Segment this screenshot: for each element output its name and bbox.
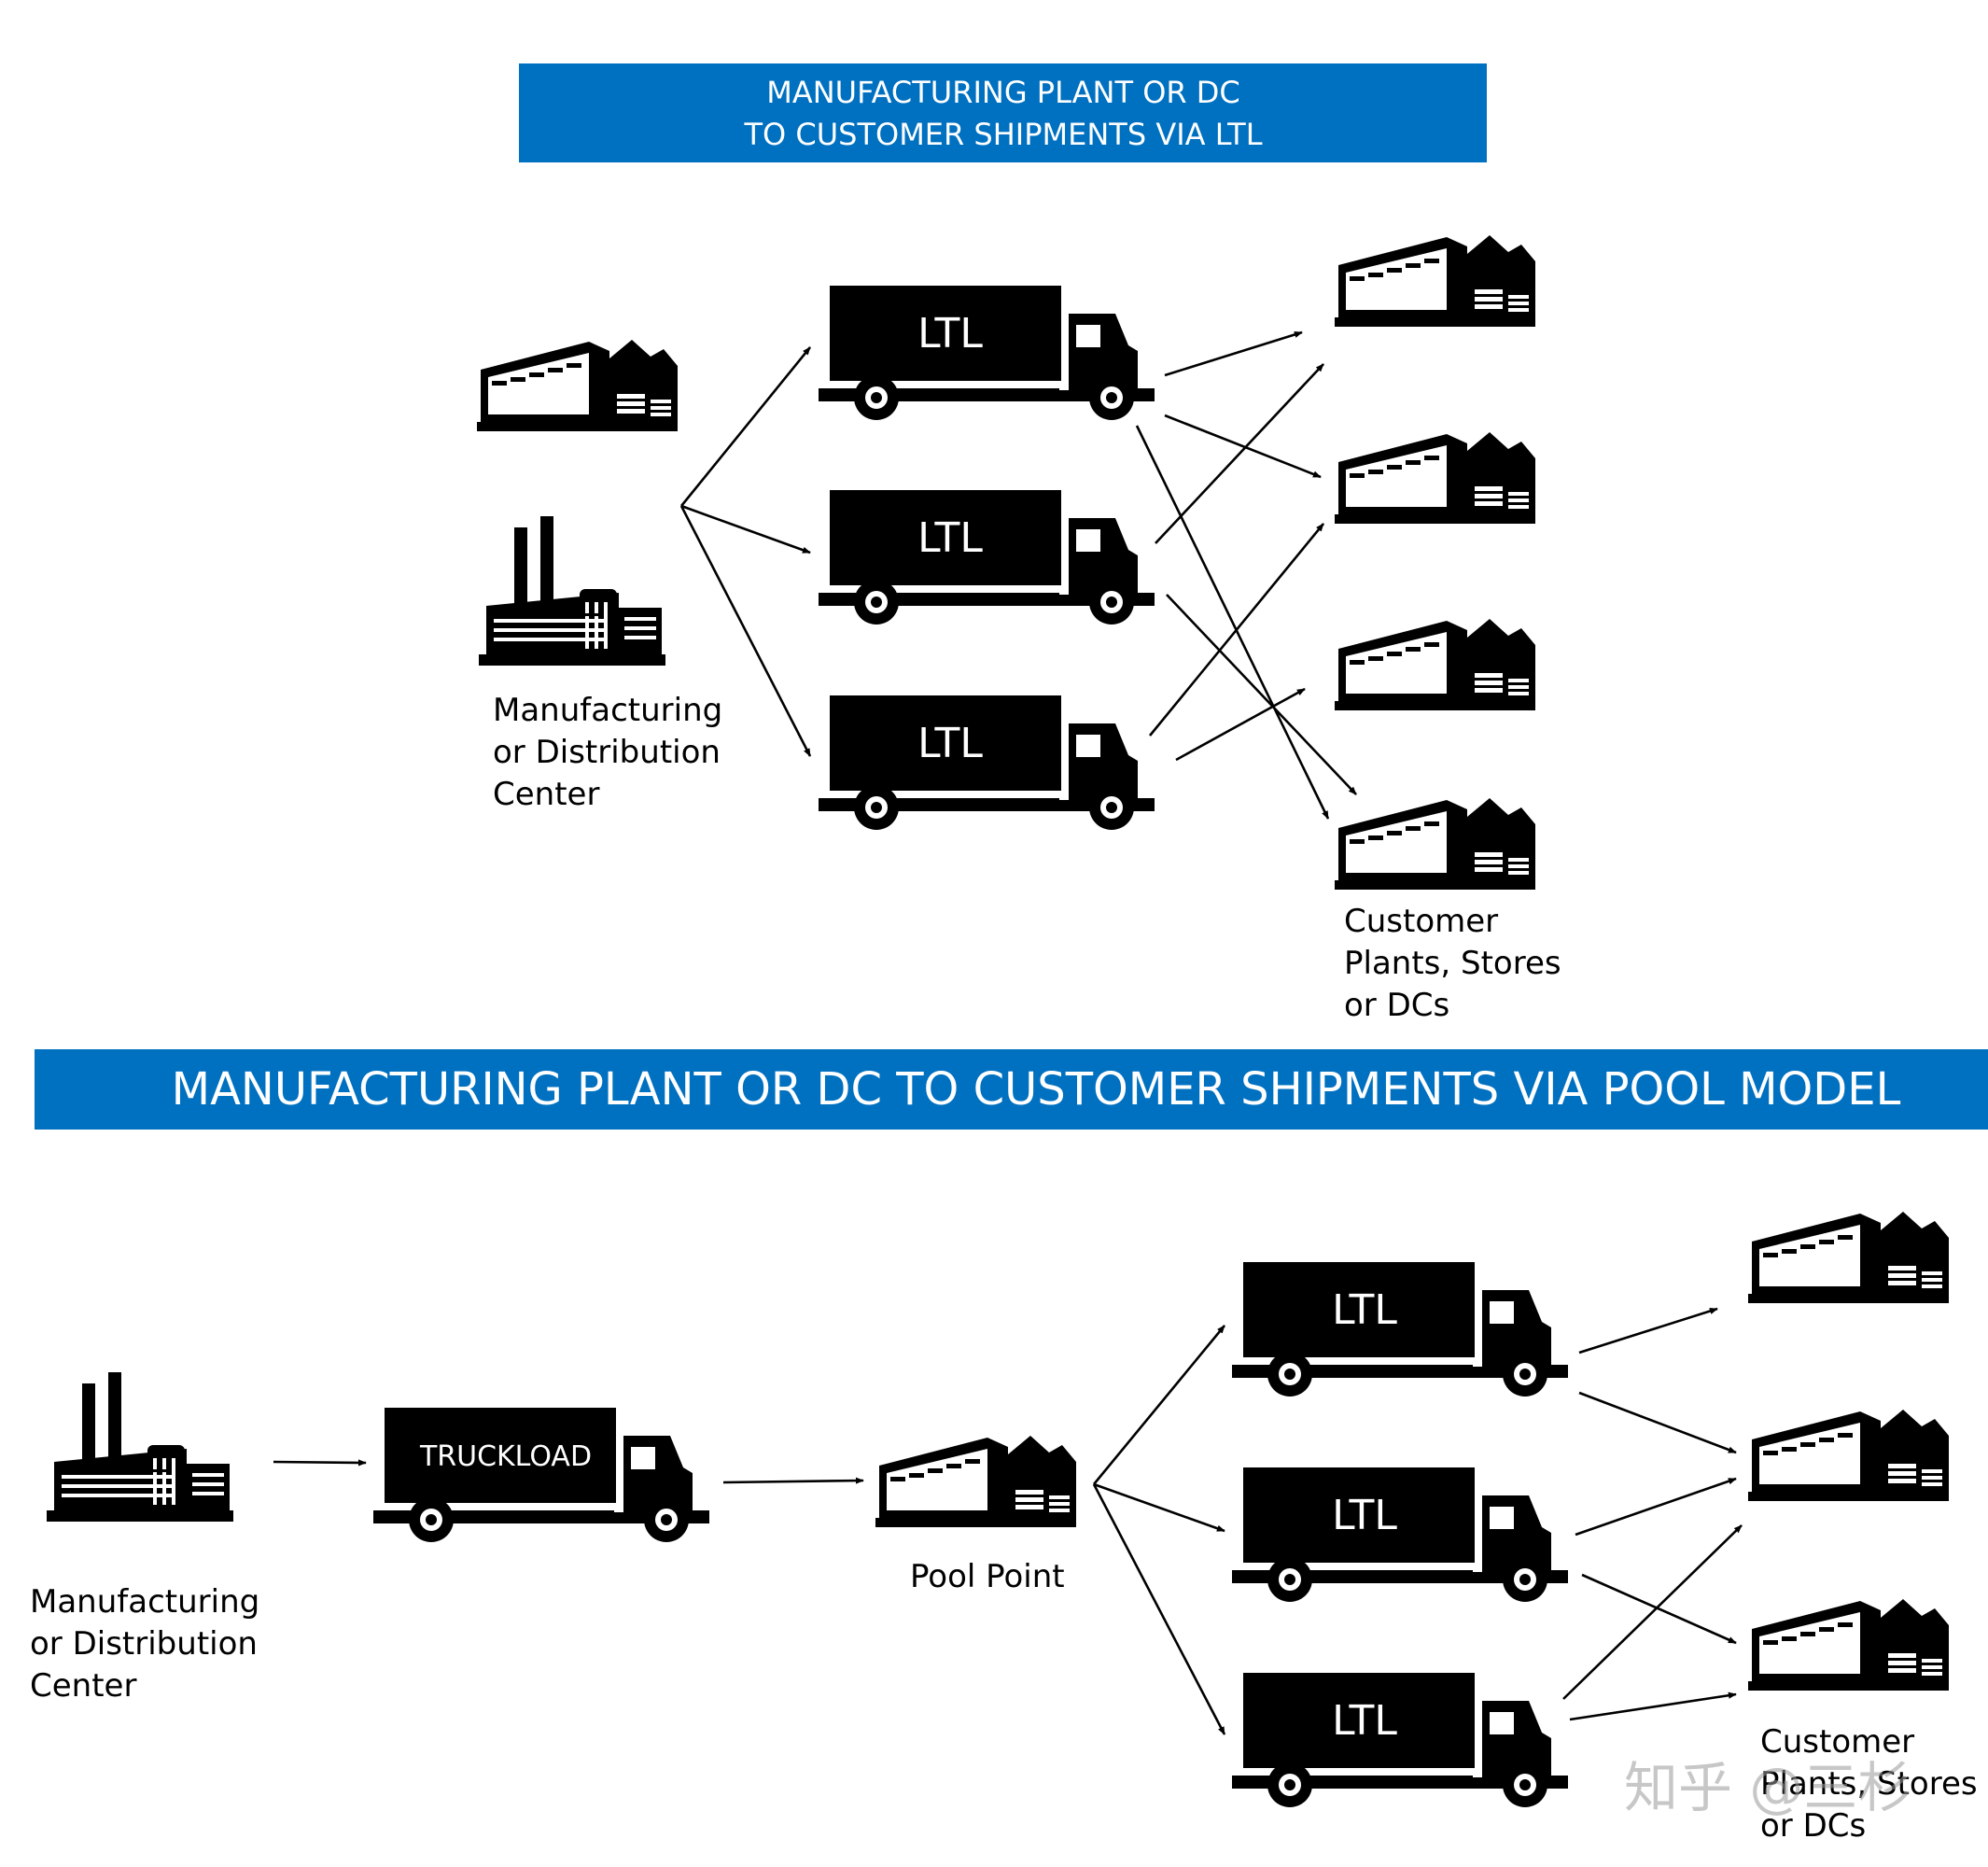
pool-point-label: Pool Point (910, 1558, 1065, 1595)
pool-customer-label-3: or DCs (1760, 1807, 1866, 1845)
pool-banner-text: MANUFACTURING PLANT OR DC TO CUSTOMER SH… (172, 1063, 1901, 1116)
ltl-delivery-arrows (1135, 330, 1357, 820)
watermark: 知乎 @三杉 (1624, 1756, 1911, 1819)
truck-icon (1232, 1673, 1568, 1807)
ltl-truck-1-label: LTL (917, 310, 983, 358)
pool-source-label-1: Manufacturing (30, 1583, 259, 1621)
pool-section: MANUFACTURING PLANT OR DC TO CUSTOMER SH… (30, 1049, 1988, 1845)
ltl-source-label-2: or Distribution (493, 734, 721, 771)
pool-point-warehouse-icon (875, 1436, 1076, 1527)
pool-ltl-truck-3-label: LTL (1332, 1697, 1397, 1745)
ltl-banner-line1: MANUFACTURING PLANT OR DC (766, 75, 1240, 110)
ltl-truck-1: LTL (819, 286, 1155, 420)
pool-customer-label-2: Plants, Stores (1760, 1765, 1978, 1803)
factory-icon (479, 516, 665, 666)
pool-source-label-3: Center (30, 1667, 136, 1705)
truck-icon (1232, 1262, 1568, 1397)
pool-ltl-truck-1-label: LTL (1332, 1286, 1397, 1334)
arrow-truckload-to-pool (722, 1477, 864, 1484)
ltl-source-arrows (679, 346, 812, 757)
customer-warehouse-icon (1335, 235, 1535, 327)
pool-customer-label-1: Customer (1760, 1723, 1914, 1761)
ltl-source-label-3: Center (493, 776, 599, 813)
pool-source-label-2: or Distribution (30, 1625, 258, 1663)
pool-dispatch-arrows (1092, 1325, 1226, 1735)
customer-warehouse-icon (1335, 432, 1535, 524)
ltl-customer-label-3: or DCs (1344, 987, 1449, 1024)
factory-icon (47, 1372, 233, 1522)
truck-icon (819, 490, 1155, 625)
pool-ltl-truck-3: LTL (1232, 1673, 1568, 1807)
customer-warehouse-icon (1748, 1599, 1949, 1691)
ltl-truck-2: LTL (819, 490, 1155, 625)
ltl-source-label-1: Manufacturing (493, 692, 722, 729)
pool-delivery-arrows (1562, 1307, 1743, 1721)
arrow-factory-to-truckload (273, 1459, 367, 1467)
customer-warehouse-icon (1335, 798, 1535, 890)
ltl-banner (519, 63, 1487, 162)
ltl-truck-3: LTL (819, 695, 1155, 830)
customer-warehouse-icon (1748, 1410, 1949, 1501)
pool-ltl-truck-1: LTL (1232, 1262, 1568, 1397)
customer-warehouse-icon (1748, 1212, 1949, 1303)
customer-warehouse-icon (1335, 619, 1535, 710)
truckload-truck: TRUCKLOAD (373, 1408, 709, 1542)
ltl-banner-line2: TO CUSTOMER SHIPMENTS VIA LTL (743, 117, 1262, 152)
warehouse-icon (477, 340, 678, 431)
truckload-label: TRUCKLOAD (419, 1440, 592, 1473)
ltl-customer-label-1: Customer (1344, 903, 1498, 940)
pool-banner (35, 1049, 1988, 1130)
ltl-section: MANUFACTURING PLANT OR DC TO CUSTOMER SH… (477, 63, 1561, 1024)
ltl-customer-label-2: Plants, Stores (1344, 945, 1561, 982)
truck-icon (373, 1408, 709, 1542)
truck-icon (819, 695, 1155, 830)
pool-ltl-truck-2-label: LTL (1332, 1492, 1397, 1539)
truck-icon (1232, 1467, 1568, 1602)
truck-icon (819, 286, 1155, 420)
ltl-truck-2-label: LTL (917, 514, 983, 562)
pool-ltl-truck-2: LTL (1232, 1467, 1568, 1602)
ltl-truck-3-label: LTL (917, 720, 983, 767)
